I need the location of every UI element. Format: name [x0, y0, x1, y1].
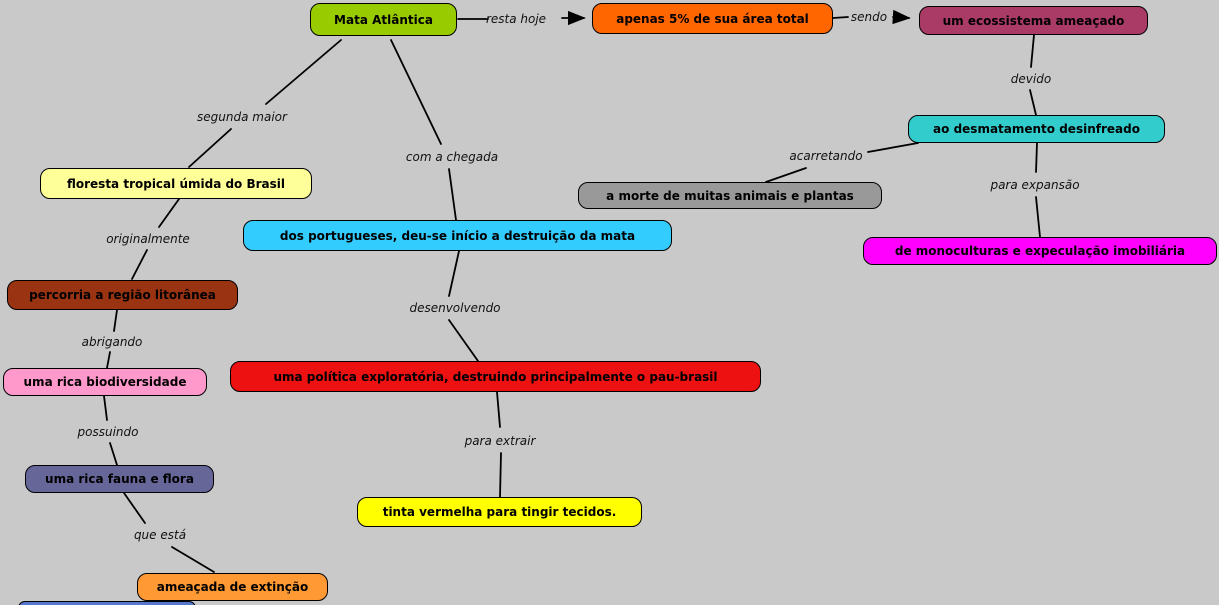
edge-label-abrigando[interactable]: abrigando [81, 335, 143, 349]
edge-label-possuindo[interactable]: possuindo [77, 425, 139, 439]
edge-line [1029, 89, 1037, 116]
edge-line [106, 351, 111, 369]
edge-label-com-a-chegada[interactable]: com a chegada [405, 150, 499, 164]
edge-line [765, 167, 807, 183]
node-floresta[interactable]: floresta tropical úmida do Brasil [40, 168, 312, 199]
node-morte[interactable]: a morte de muitas animais e plantas [578, 182, 882, 209]
node-percorria[interactable]: percorria a região litorânea [7, 280, 238, 310]
edge-line [158, 198, 180, 228]
edge-label-que-esta[interactable]: que está [133, 528, 187, 542]
edge-line [171, 546, 215, 573]
node-mata-atlantica[interactable]: Mata Atlântica [310, 3, 457, 36]
edge-line [103, 395, 108, 421]
node-clipped-node[interactable] [18, 601, 196, 605]
edge-line [1035, 142, 1038, 173]
node-politica[interactable]: uma política exploratória, destruindo pr… [230, 361, 761, 392]
edge-line [496, 391, 501, 428]
edge-line [448, 250, 460, 297]
edge-label-originalmente[interactable]: originalmente [106, 232, 190, 246]
node-ameacada[interactable]: ameaçada de extinção [137, 573, 328, 601]
edge-line [188, 128, 232, 168]
edge-line [113, 309, 118, 332]
node-biodiversidade[interactable]: uma rica biodiversidade [3, 368, 207, 396]
edge-line [448, 319, 479, 362]
edge-line [131, 249, 148, 280]
edge-line [1035, 196, 1041, 238]
node-apenas-5[interactable]: apenas 5% de sua área total [592, 3, 833, 34]
node-monoculturas[interactable]: de monoculturas e expeculação imobiliári… [863, 237, 1217, 265]
edge-line [867, 142, 919, 153]
edge-label-para-expansao[interactable]: para expansão [990, 178, 1080, 192]
edge-label-devido[interactable]: devido [1010, 72, 1052, 86]
edge-label-resta-hoje[interactable]: resta hoje [485, 12, 547, 26]
edge-arrow-line [892, 9, 911, 25]
edge-line [448, 168, 457, 221]
node-ecossistema[interactable]: um ecossistema ameaçado [919, 6, 1148, 35]
edge-line [1030, 34, 1035, 68]
edge-line [265, 39, 342, 105]
edge-line [123, 492, 146, 524]
edge-label-desenvolvendo[interactable]: desenvolvendo [409, 301, 501, 315]
node-portugueses[interactable]: dos portugueses, deu-se início a destrui… [243, 220, 672, 251]
edge-label-para-extrair[interactable]: para extrair [464, 434, 536, 448]
node-fauna[interactable]: uma rica fauna e flora [25, 465, 214, 493]
edge-label-acarretando[interactable]: acarretando [789, 149, 863, 163]
edge-line [109, 442, 118, 466]
edge-line [832, 16, 849, 19]
edge-label-sendo[interactable]: sendo [850, 10, 888, 24]
edge-line [390, 39, 442, 145]
edge-line [499, 452, 502, 498]
node-tinta[interactable]: tinta vermelha para tingir tecidos. [357, 497, 642, 527]
node-desmatamento[interactable]: ao desmatamento desinfreado [908, 115, 1165, 143]
edge-label-segunda-maior[interactable]: segunda maior [197, 110, 287, 124]
